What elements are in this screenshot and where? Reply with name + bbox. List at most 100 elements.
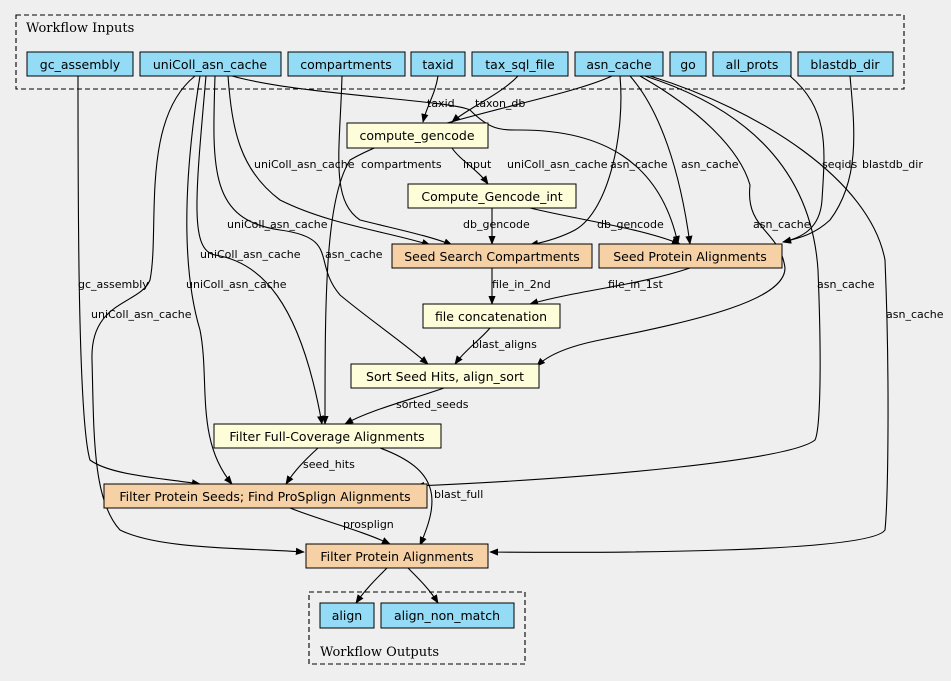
step-compute-gencode-int-label: Compute_Gencode_int bbox=[421, 189, 562, 204]
edge-compartments bbox=[338, 75, 453, 246]
input-gc-assembly[interactable]: gc_assembly bbox=[26, 51, 134, 77]
input-blastdb-dir-label: blastdb_dir bbox=[810, 57, 880, 72]
edge-taxon-db bbox=[451, 75, 519, 123]
edge-seqids bbox=[782, 75, 825, 244]
edge-uc-filter-alignments bbox=[91, 75, 305, 555]
edge-asn-seed-protein bbox=[629, 75, 693, 245]
step-compute-gencode-int[interactable]: Compute_Gencode_int bbox=[407, 183, 577, 209]
edge-label-sorted-seeds: sorted_seeds bbox=[396, 398, 469, 411]
input-compartments[interactable]: compartments bbox=[287, 51, 406, 77]
input-go[interactable]: go bbox=[669, 51, 707, 77]
edge-label-prosplign: prosplign bbox=[343, 518, 394, 531]
step-seed-protein-alignments[interactable]: Seed Protein Alignments bbox=[598, 243, 783, 269]
output-align-non-match[interactable]: align_non_match bbox=[380, 602, 515, 629]
output-align-label: align bbox=[332, 608, 362, 623]
edge-blast-aligns bbox=[454, 327, 491, 365]
edge-gc-assembly bbox=[77, 75, 201, 487]
edge-label-db-gencode-1: db_gencode bbox=[463, 218, 530, 231]
edge-asn-seed-search bbox=[529, 75, 622, 247]
input-unicoll-asn-cache[interactable]: uniColl_asn_cache bbox=[139, 51, 282, 77]
edge-label-asn-1: asn_cache bbox=[610, 158, 668, 171]
edge-taxid bbox=[421, 75, 439, 123]
input-asn-cache-label: asn_cache bbox=[586, 57, 652, 72]
edge-label-uc-5: uniColl_asn_cache bbox=[186, 278, 287, 291]
edge-asn-filter-alignments bbox=[489, 75, 889, 556]
workflow-inputs-cluster: Workflow Inputs bbox=[15, 14, 905, 90]
step-filter-protein-seeds[interactable]: Filter Protein Seeds; Find ProSplign Ali… bbox=[103, 483, 428, 509]
edge-label-uc-2: uniColl_asn_cache bbox=[507, 158, 608, 171]
edge-blastdb-dir bbox=[782, 75, 855, 244]
step-sort-seed-hits[interactable]: Sort Seed Hits, align_sort bbox=[350, 363, 540, 389]
edge-asn-sort-seed bbox=[536, 75, 786, 367]
input-taxid-label: taxid bbox=[422, 57, 453, 72]
step-seed-search-compartments-label: Seed Search Compartments bbox=[404, 249, 580, 264]
input-blastdb-dir[interactable]: blastdb_dir bbox=[797, 51, 894, 77]
input-tax-sql-file-label: tax_sql_file bbox=[485, 57, 555, 72]
edge-labels: taxid taxon_db compartments input uniCol… bbox=[78, 97, 944, 531]
edge-label-asn-2: asn_cache bbox=[681, 158, 739, 171]
edge-uc-seed-search bbox=[227, 75, 431, 246]
workflow-outputs-cluster: Workflow Outputs bbox=[308, 591, 526, 665]
edge-file-in-1st bbox=[529, 267, 691, 306]
input-go-label: go bbox=[680, 57, 696, 72]
output-align-non-match-label: align_non_match bbox=[394, 608, 500, 623]
step-file-concatenation-label: file concatenation bbox=[435, 309, 547, 324]
edge-label-uc-4: uniColl_asn_cache bbox=[200, 248, 301, 261]
input-gc-assembly-label: gc_assembly bbox=[40, 57, 121, 72]
step-filter-full-coverage[interactable]: Filter Full-Coverage Alignments bbox=[213, 423, 442, 449]
step-sort-seed-hits-label: Sort Seed Hits, align_sort bbox=[366, 369, 524, 384]
step-nodes: compute_gencode Compute_Gencode_int Seed… bbox=[103, 122, 783, 569]
edge-label-asn-5: asn_cache bbox=[817, 278, 875, 291]
step-seed-search-compartments[interactable]: Seed Search Compartments bbox=[391, 243, 593, 269]
workflow-inputs-title: Workflow Inputs bbox=[26, 21, 134, 36]
edge-label-uc-6: uniColl_asn_cache bbox=[91, 308, 192, 321]
edge-label-input: input bbox=[463, 158, 492, 171]
edge-asn-filter-full bbox=[321, 75, 613, 425]
edge-prospolign bbox=[289, 507, 391, 545]
edge-label-gc-assembly: gc_assembly bbox=[78, 278, 149, 291]
input-unicoll-asn-cache-label: uniColl_asn_cache bbox=[153, 57, 268, 72]
edge-db-gencode-2 bbox=[529, 207, 681, 245]
edges bbox=[77, 75, 889, 604]
step-filter-protein-alignments[interactable]: Filter Protein Alignments bbox=[305, 543, 489, 569]
step-filter-full-coverage-label: Filter Full-Coverage Alignments bbox=[229, 429, 424, 444]
input-compartments-label: compartments bbox=[300, 57, 392, 72]
edge-seed-hits bbox=[285, 447, 319, 485]
edge-label-asn-6: asn_cache bbox=[886, 308, 944, 321]
edge-label-seed-hits: seed_hits bbox=[303, 458, 355, 471]
edge-label-blastdb-dir: blastdb_dir bbox=[862, 158, 923, 171]
edge-label-asn-4: asn_cache bbox=[325, 248, 383, 261]
step-seed-protein-alignments-label: Seed Protein Alignments bbox=[613, 249, 767, 264]
edge-label-uc-1: uniColl_asn_cache bbox=[254, 158, 355, 171]
edge-uc-filter-full bbox=[196, 75, 325, 425]
edge-label-blast-aligns: blast_aligns bbox=[472, 338, 537, 351]
input-taxid[interactable]: taxid bbox=[410, 51, 466, 77]
edge-uc-seed-protein bbox=[231, 75, 680, 245]
input-all-prots[interactable]: all_prots bbox=[712, 51, 792, 77]
edge-align bbox=[355, 567, 388, 604]
edge-uc-sort-seed bbox=[213, 75, 429, 365]
edge-label-taxon-db: taxon_db bbox=[475, 97, 525, 110]
edge-label-asn-3: asn_cache bbox=[753, 218, 811, 231]
step-compute-gencode-label: compute_gencode bbox=[359, 128, 474, 143]
edge-label-seqids: seqids bbox=[822, 158, 858, 171]
step-filter-protein-alignments-label: Filter Protein Alignments bbox=[320, 549, 473, 564]
edge-sorted-seeds bbox=[344, 387, 445, 425]
step-file-concatenation[interactable]: file concatenation bbox=[422, 303, 561, 329]
output-nodes: align align_non_match bbox=[319, 602, 515, 629]
step-compute-gencode[interactable]: compute_gencode bbox=[346, 122, 489, 149]
output-align[interactable]: align bbox=[319, 602, 375, 629]
workflow-outputs-title: Workflow Outputs bbox=[320, 645, 439, 660]
edge-label-file-in-2nd: file_in_2nd bbox=[492, 278, 551, 291]
edge-label-db-gencode-2: db_gencode bbox=[597, 218, 664, 231]
edge-uc-filter-seeds bbox=[186, 75, 233, 485]
step-filter-protein-seeds-label: Filter Protein Seeds; Find ProSplign Ali… bbox=[119, 489, 410, 504]
input-asn-cache[interactable]: asn_cache bbox=[574, 51, 664, 77]
edge-blast-full bbox=[379, 447, 433, 546]
edge-label-file-in-1st: file_in_1st bbox=[608, 278, 664, 291]
edge-label-blast-full: blast_full bbox=[434, 488, 483, 501]
input-tax-sql-file[interactable]: tax_sql_file bbox=[471, 51, 569, 77]
edge-align-non-match bbox=[407, 567, 439, 604]
edge-label-compartments: compartments bbox=[361, 158, 442, 171]
edge-input bbox=[451, 147, 489, 185]
